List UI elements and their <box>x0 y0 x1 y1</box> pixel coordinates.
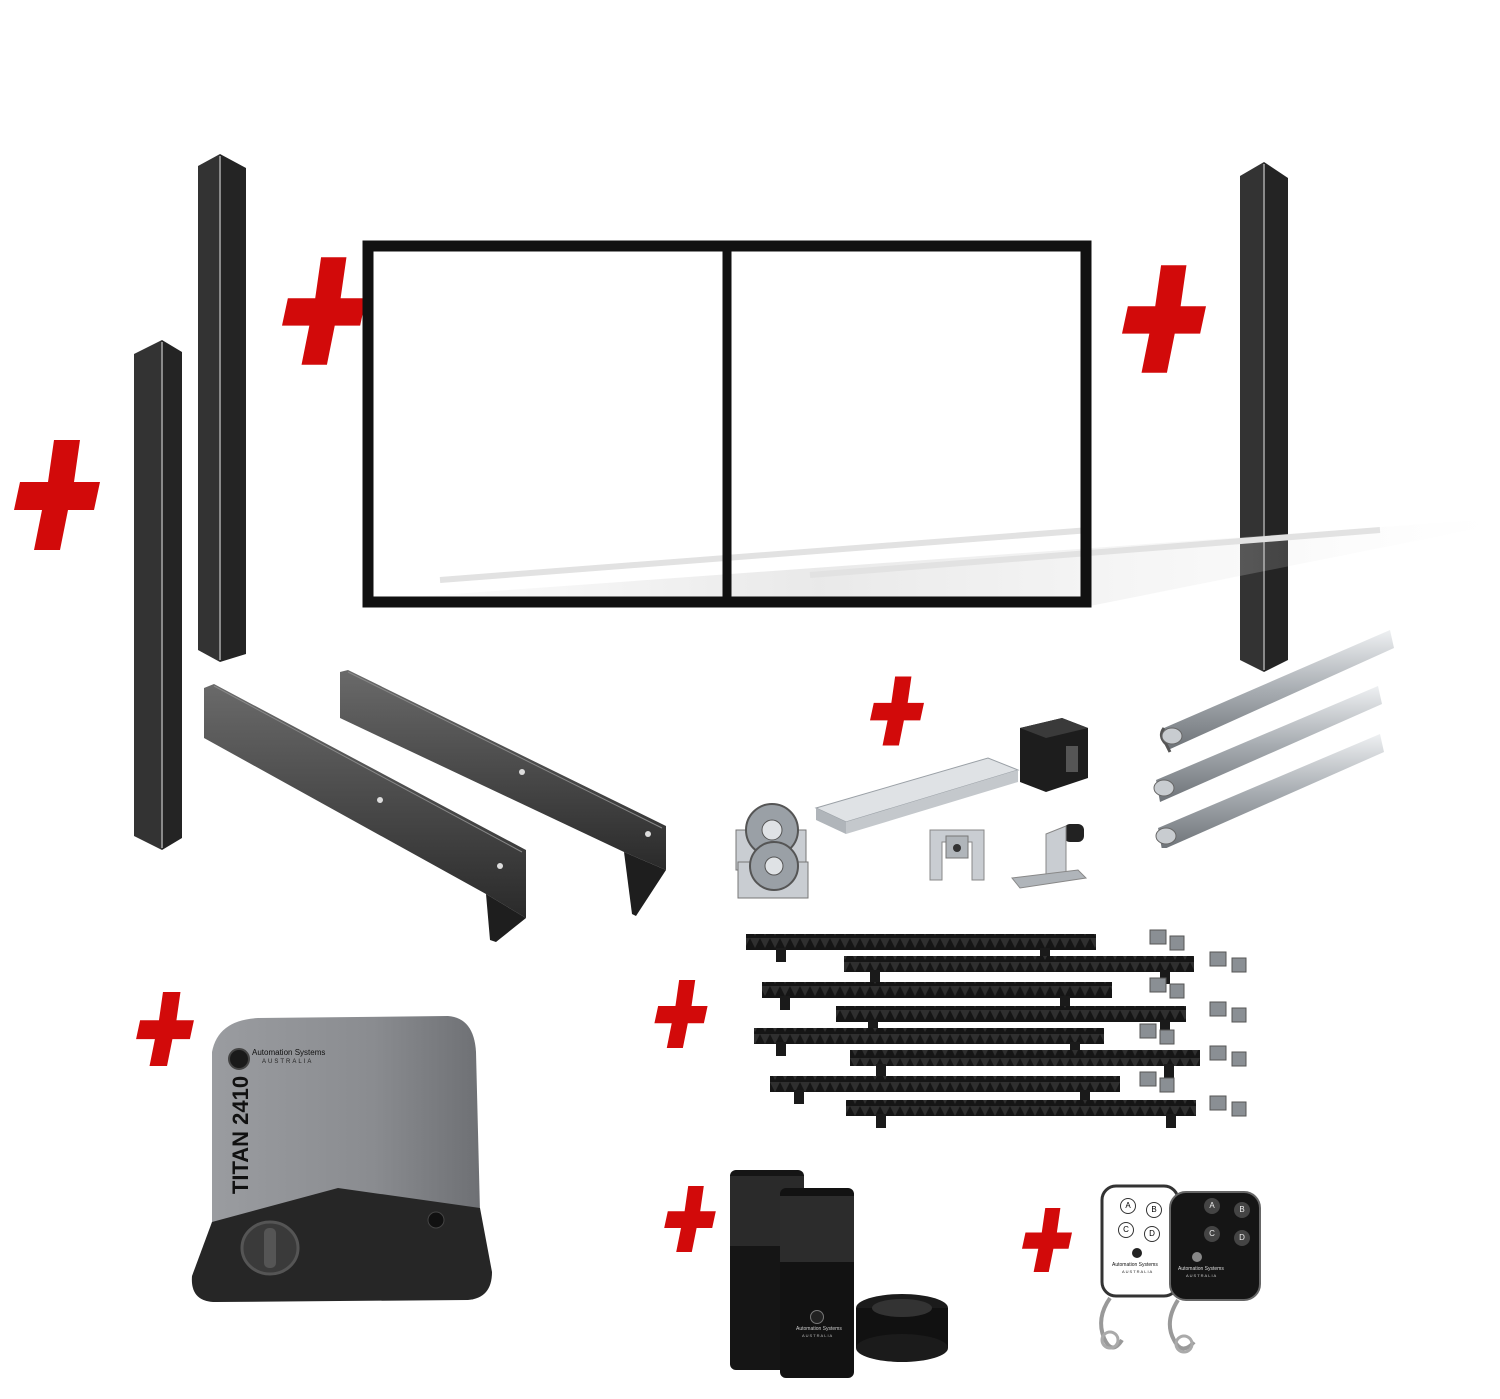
photocell-brand-name: Automation Systems <box>796 1326 842 1332</box>
gear-logo-icon <box>228 1048 250 1070</box>
gear-logo-icon <box>1192 1252 1202 1262</box>
remote-white-button-d[interactable]: D <box>1144 1226 1160 1242</box>
gate-catch <box>1020 718 1088 792</box>
gear-rack-set <box>746 929 1247 1128</box>
gate-post <box>198 154 246 662</box>
gate-guide-channel <box>814 757 1020 834</box>
angle-rail <box>340 670 666 916</box>
gate-bracket <box>929 829 985 881</box>
plus-icon <box>282 257 366 365</box>
plus-icon <box>664 1186 716 1252</box>
v-groove-wheels <box>735 803 809 899</box>
remote-black-button-b[interactable]: B <box>1234 1202 1250 1218</box>
remote-white-brand-name: Automation Systems <box>1112 1262 1158 1268</box>
motor-body <box>191 1016 492 1302</box>
remote-black-button-a[interactable]: A <box>1204 1198 1220 1214</box>
gate-stopper <box>1011 824 1088 889</box>
gate-frame <box>362 240 1490 608</box>
remote-white-brand-country: AUSTRALIA <box>1122 1269 1154 1274</box>
remote-white-button-a[interactable]: A <box>1120 1198 1136 1214</box>
gate-post <box>134 340 182 850</box>
remote-white: A B C D Automation Systems AUSTRALIA <box>1080 1180 1180 1360</box>
remote-black: A B C D Automation Systems AUSTRALIA <box>1164 1186 1268 1362</box>
photocell-brand-country: AUSTRALIA <box>802 1333 834 1338</box>
plus-icon <box>1122 265 1206 373</box>
gate-motor: Automation Systems AUSTRALIA TITAN 2410 <box>188 1012 500 1312</box>
plus-icon <box>136 992 194 1066</box>
plus-icon <box>870 676 924 746</box>
remote-black-button-d[interactable]: D <box>1234 1230 1250 1246</box>
ground-track <box>1153 630 1394 848</box>
photocell-pair: Automation Systems AUSTRALIA <box>724 1166 954 1382</box>
plus-icon <box>14 440 100 550</box>
motor-brand-country: AUSTRALIA <box>262 1059 314 1065</box>
gear-logo-icon <box>1132 1248 1142 1258</box>
photocell-body <box>730 1170 948 1378</box>
motor-model: TITAN 2410 <box>228 1075 254 1195</box>
angle-rail <box>204 684 526 942</box>
plus-icon <box>654 980 708 1048</box>
remote-black-body <box>1167 1191 1261 1354</box>
motor-brand-name: Automation Systems <box>252 1048 326 1057</box>
remote-black-brand-country: AUSTRALIA <box>1186 1273 1218 1278</box>
remote-white-button-b[interactable]: B <box>1146 1202 1162 1218</box>
gear-logo-icon <box>810 1310 824 1324</box>
remote-black-brand-name: Automation Systems <box>1178 1266 1224 1272</box>
remote-white-button-c[interactable]: C <box>1118 1222 1134 1238</box>
plus-icon <box>1022 1208 1072 1272</box>
remote-black-button-c[interactable]: C <box>1204 1226 1220 1242</box>
